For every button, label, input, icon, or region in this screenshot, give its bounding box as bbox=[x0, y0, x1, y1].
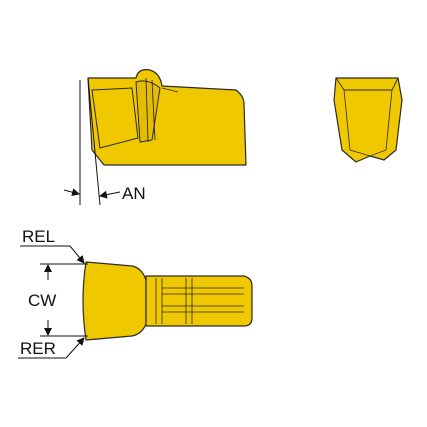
insert-top-head bbox=[82, 261, 147, 341]
insert-side-rake-face bbox=[91, 87, 139, 149]
rel-label: REL bbox=[22, 227, 55, 246]
rel-callout: REL bbox=[20, 227, 85, 264]
insert-top-shank bbox=[145, 275, 253, 327]
insert-front-view bbox=[333, 77, 403, 163]
insert-top-view bbox=[82, 261, 253, 341]
an-label: AN bbox=[122, 184, 146, 203]
rer-callout: RER bbox=[18, 337, 85, 359]
an-arrow-right bbox=[99, 190, 121, 199]
rer-label: RER bbox=[20, 339, 56, 358]
cw-dimension: CW bbox=[28, 263, 88, 337]
insert-side-view bbox=[87, 69, 247, 166]
an-dimension: AN bbox=[63, 77, 146, 206]
insert-front-body bbox=[333, 77, 403, 163]
an-arrow-left bbox=[63, 188, 80, 197]
cw-label: CW bbox=[28, 291, 56, 310]
